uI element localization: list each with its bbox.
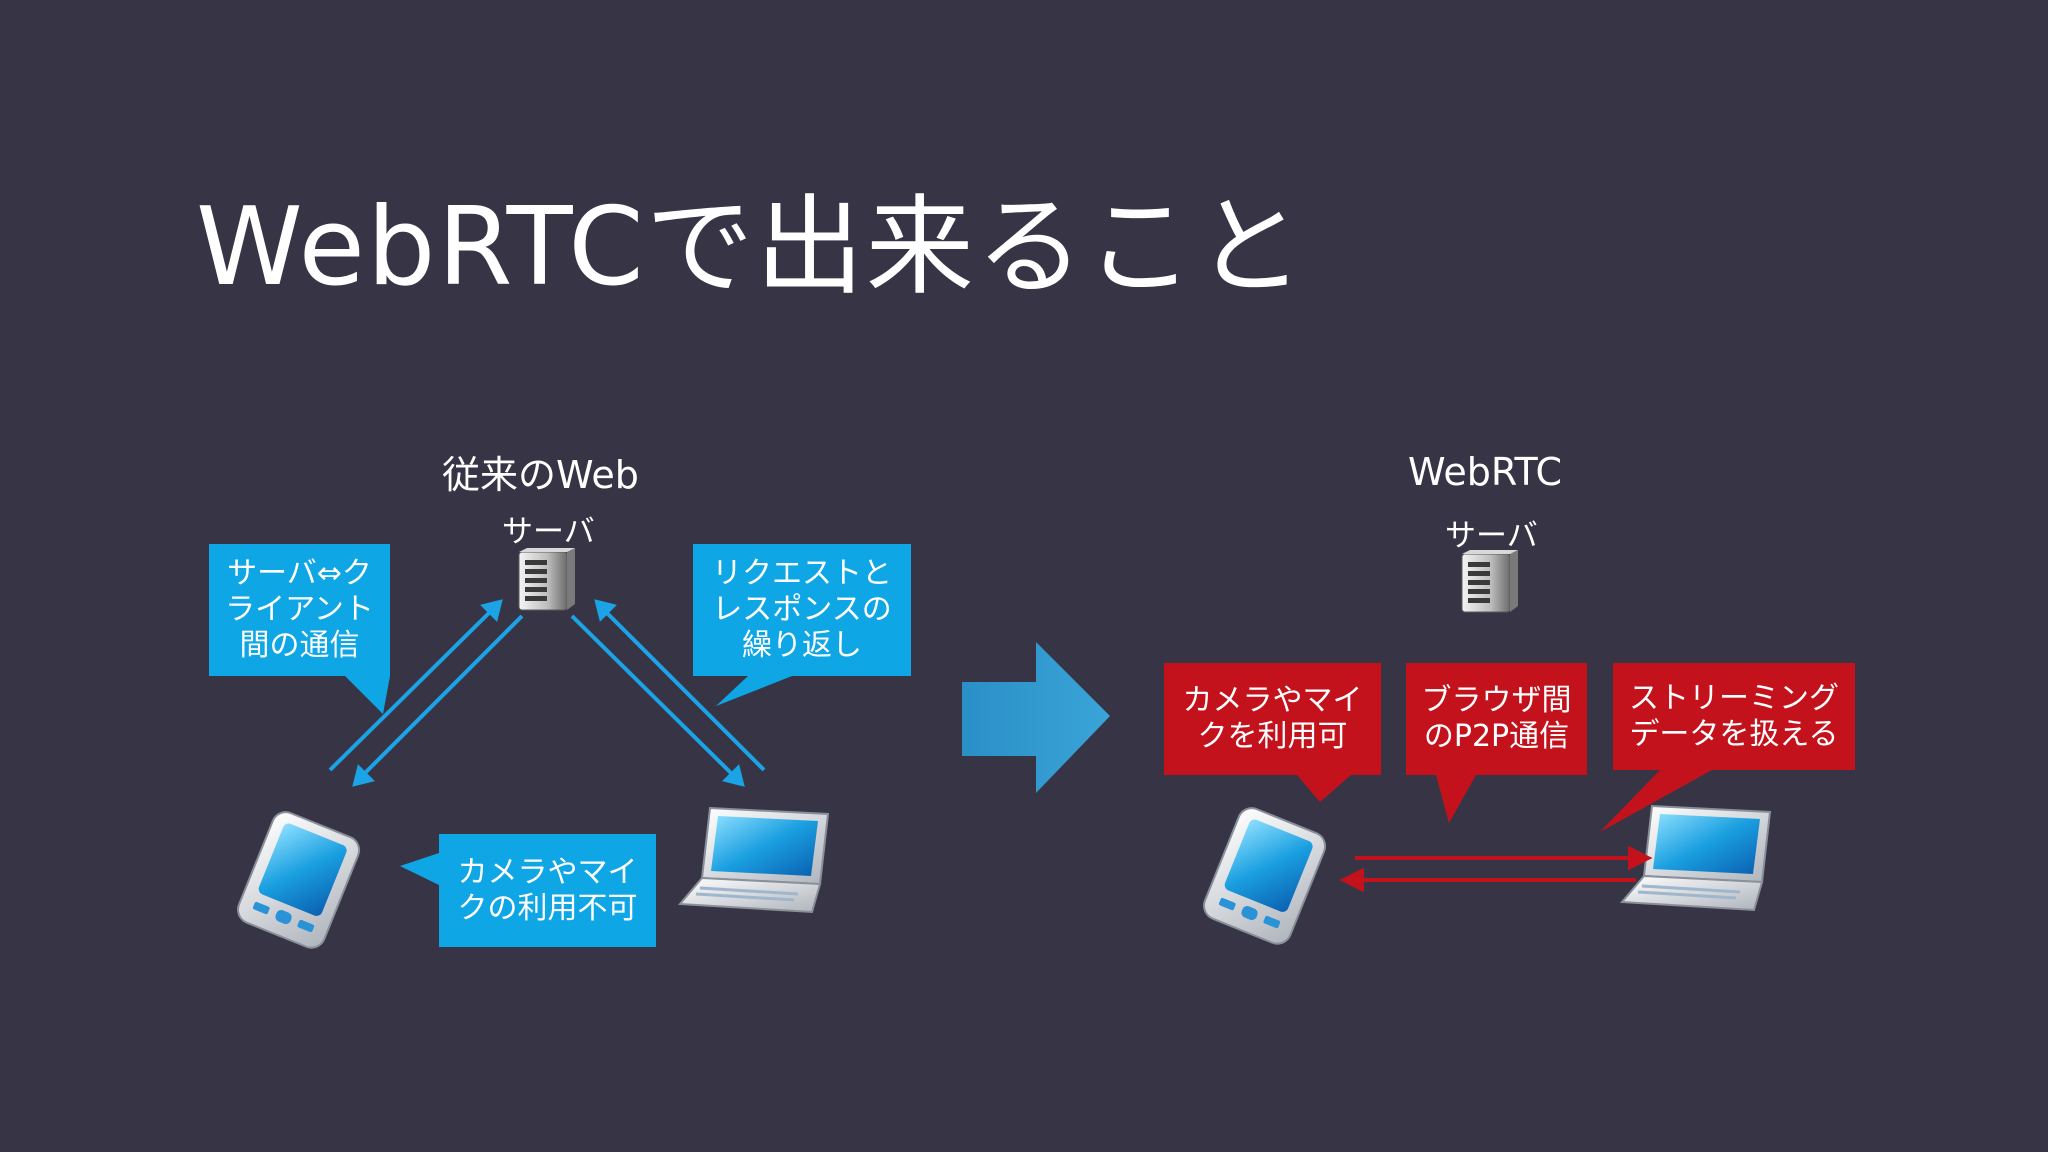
callout-line: ストリーミング (1629, 680, 1839, 716)
right-server-label: サーバ (1445, 518, 1538, 554)
callout-line: クを利用可 (1197, 719, 1348, 754)
laptop-icon (677, 806, 830, 914)
callout-line: ブラウザ間 (1421, 683, 1572, 718)
callout-line: カメラやマイ (1182, 683, 1363, 718)
right-arrow-icon (962, 642, 1110, 793)
laptop-icon (1619, 804, 1772, 912)
callout-line: リクエストと (712, 556, 892, 591)
callout-line: レスポンスの (712, 592, 892, 627)
arrow-laptop-to-phone (1339, 867, 1636, 893)
right-diagram-heading: WebRTC (1408, 450, 1563, 494)
callout-tail (1600, 770, 1712, 832)
callout-line: のP2P通信 (1423, 719, 1570, 754)
callout-line: サーバ⇔ク (227, 556, 372, 591)
smartphone-icon (237, 811, 361, 949)
callout-request-response: リクエストと レスポンスの 繰り返し (693, 544, 911, 676)
callout-server-client-communication: サーバ⇔ク ライアント 間の通信 (209, 544, 390, 676)
callout-streaming-data: ストリーミング データを扱える (1613, 663, 1855, 770)
slide-title: WebRTCで出来ること (196, 185, 1306, 310)
callout-line: ライアント (225, 592, 374, 627)
callout-tail (1436, 775, 1476, 823)
callout-line: 間の通信 (239, 628, 360, 663)
arrow-laptop-to-server (594, 599, 766, 772)
arrow-server-to-laptop (570, 614, 745, 787)
smartphone-icon (1203, 807, 1327, 945)
callout-tail (1297, 775, 1351, 802)
callout-line: データを扱える (1629, 716, 1839, 752)
arrow-server-to-phone (352, 614, 524, 787)
server-icon (1461, 550, 1518, 613)
callout-line: カメラやマイ (457, 854, 638, 890)
server-icon (518, 548, 575, 611)
left-server-label: サーバ (502, 514, 595, 550)
callout-line: 繰り返し (742, 628, 862, 663)
arrow-phone-to-laptop (1355, 845, 1653, 871)
callout-camera-mic-available: カメラやマイ クを利用可 (1164, 663, 1381, 775)
callout-camera-mic-unavailable: カメラやマイ クの利用不可 (439, 834, 656, 947)
callout-line: クの利用不可 (457, 890, 638, 926)
callout-tail (345, 676, 390, 714)
callout-tail (716, 676, 792, 706)
arrow-phone-to-server (328, 599, 503, 772)
left-diagram-heading: 従来のWeb (442, 453, 639, 497)
callout-p2p-between-browsers: ブラウザ間 のP2P通信 (1406, 663, 1587, 775)
callout-tail (400, 853, 439, 885)
